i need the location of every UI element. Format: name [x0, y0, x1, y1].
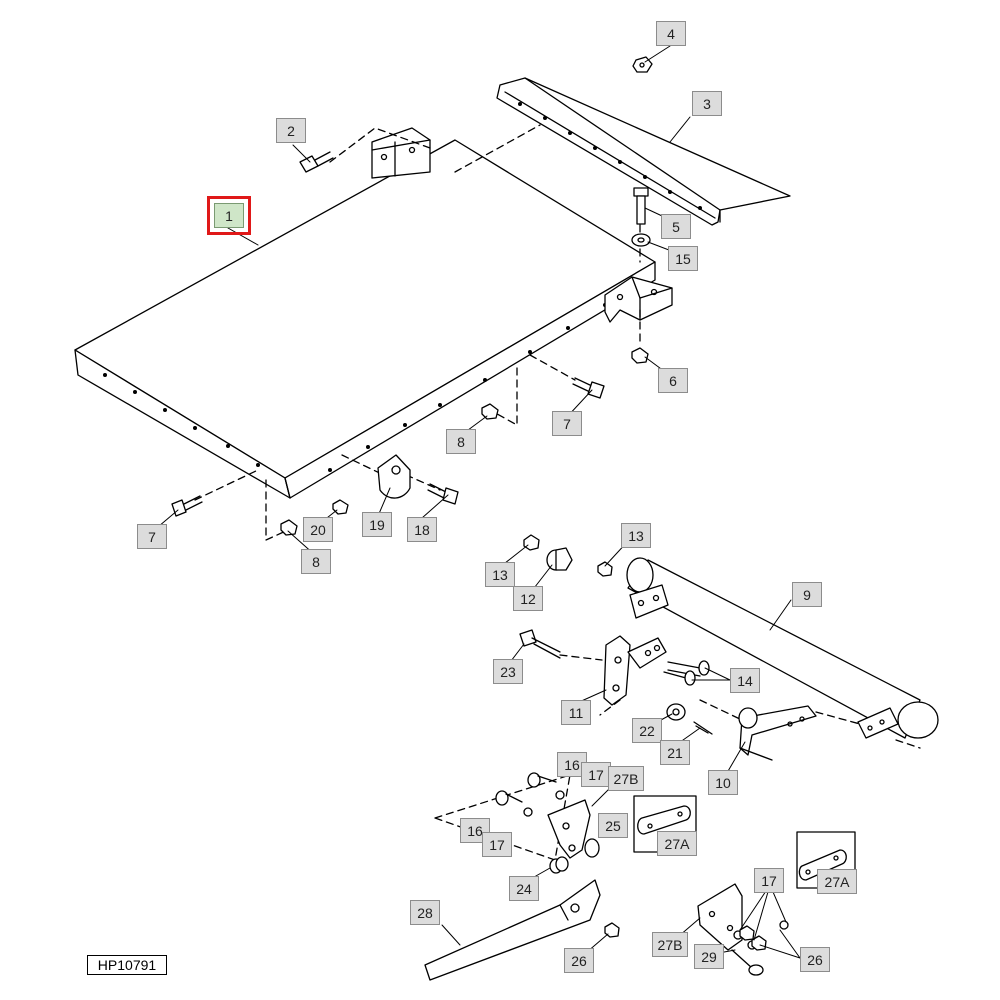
callout-27b-a[interactable]: 27B — [608, 766, 644, 791]
callout-2[interactable]: 2 — [276, 118, 306, 143]
callout-6[interactable]: 6 — [658, 368, 688, 393]
spacer-24 — [549, 856, 569, 874]
figure-reference-code: HP10791 — [87, 955, 167, 975]
clamp-19 — [377, 454, 411, 499]
washer-15 — [631, 233, 651, 247]
callout-16-b[interactable]: 16 — [460, 818, 490, 843]
plate-9-end — [857, 707, 899, 739]
bolt-2 — [299, 151, 334, 173]
bolts-14 — [663, 660, 710, 686]
nut-26-a — [604, 922, 620, 938]
callout-27a-a[interactable]: 27A — [657, 831, 697, 856]
platform-panel — [74, 139, 656, 499]
callout-16-a[interactable]: 16 — [557, 752, 587, 777]
plate-13-bracket — [629, 584, 669, 619]
callout-25[interactable]: 25 — [598, 813, 628, 838]
callout-29[interactable]: 29 — [694, 944, 724, 969]
callout-26-b[interactable]: 26 — [800, 947, 830, 972]
callout-19[interactable]: 19 — [362, 512, 392, 537]
washer-17-b — [523, 807, 533, 817]
washer-22 — [666, 703, 686, 721]
callout-22[interactable]: 22 — [632, 718, 662, 743]
nut-8-left — [280, 519, 298, 536]
callout-8-right[interactable]: 8 — [446, 429, 476, 454]
bolt-7-right — [572, 377, 605, 399]
washer-17-a — [555, 790, 565, 800]
nut-6 — [631, 347, 649, 364]
callout-27b-b[interactable]: 27B — [652, 932, 688, 957]
callout-17-b[interactable]: 17 — [482, 832, 512, 857]
callout-4[interactable]: 4 — [656, 21, 686, 46]
callout-13-a[interactable]: 13 — [485, 562, 515, 587]
bolt-23 — [519, 629, 561, 659]
callout-10[interactable]: 10 — [708, 770, 738, 795]
pin-29 — [731, 949, 764, 976]
bolt-16-a — [527, 772, 557, 788]
callout-24[interactable]: 24 — [509, 876, 539, 901]
callout-12[interactable]: 12 — [513, 586, 543, 611]
callout-17-a[interactable]: 17 — [581, 762, 611, 787]
pin-21 — [693, 721, 713, 735]
callout-7-left[interactable]: 7 — [137, 524, 167, 549]
lever-28 — [424, 879, 601, 981]
callout-1[interactable]: 1 — [207, 196, 251, 235]
callout-5[interactable]: 5 — [661, 214, 691, 239]
tube-9 — [626, 557, 939, 739]
bolt-18 — [427, 483, 459, 505]
callout-14[interactable]: 14 — [730, 668, 760, 693]
angle-rail — [496, 77, 791, 226]
callout-15[interactable]: 15 — [668, 246, 698, 271]
callout-3[interactable]: 3 — [692, 91, 722, 116]
plate-27b — [697, 883, 743, 951]
nuts-26-b — [739, 925, 767, 951]
callout-20[interactable]: 20 — [303, 517, 333, 542]
callout-13-b[interactable]: 13 — [621, 523, 651, 548]
callout-9[interactable]: 9 — [792, 582, 822, 607]
bracket-10 — [738, 705, 817, 761]
arm-11 — [603, 635, 667, 706]
callout-27a-b[interactable]: 27A — [817, 869, 857, 894]
callout-21[interactable]: 21 — [660, 740, 690, 765]
callout-26-a[interactable]: 26 — [564, 948, 594, 973]
callout-8-left[interactable]: 8 — [301, 549, 331, 574]
callout-23[interactable]: 23 — [493, 659, 523, 684]
nut-13-b — [597, 561, 613, 577]
bolt-16-b — [495, 790, 523, 806]
lower-leaders — [559, 654, 921, 749]
nut-13-a — [523, 534, 540, 551]
callout-28[interactable]: 28 — [410, 900, 440, 925]
callout-7-right[interactable]: 7 — [552, 411, 582, 436]
callout-18[interactable]: 18 — [407, 517, 437, 542]
bolt-5 — [633, 187, 649, 225]
callout-17-c[interactable]: 17 — [754, 868, 784, 893]
link-25 — [547, 799, 600, 859]
nut-8-right — [481, 403, 499, 420]
rear-bracket — [371, 127, 431, 179]
callout-11[interactable]: 11 — [561, 700, 591, 725]
